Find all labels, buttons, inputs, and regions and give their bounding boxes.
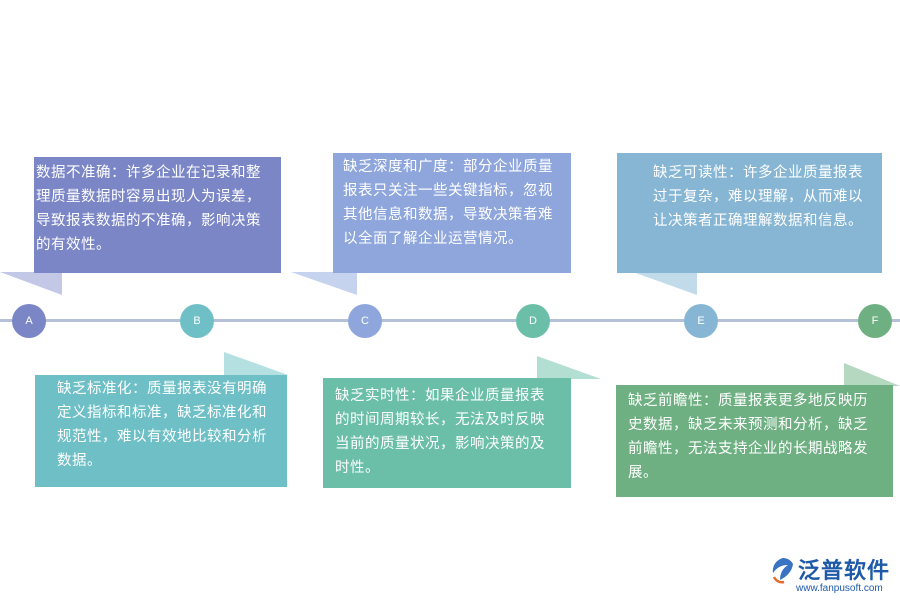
brand-url: www.fanpusoft.com xyxy=(796,583,883,594)
callout-tail-e xyxy=(633,272,697,295)
callout-text-d: 缺乏实时性：如果企业质量报表的时间周期较长，无法及时反映当前的质量状况，影响决策… xyxy=(335,388,545,476)
callout-tail-f xyxy=(844,363,900,386)
callout-text-b: 缺乏标准化：质量报表没有明确定义指标和标准，缺乏标准化和规范性，难以有效地比较和… xyxy=(57,381,267,469)
callout-tail-a xyxy=(0,272,62,295)
timeline-node-b: B xyxy=(180,304,214,338)
timeline-line xyxy=(0,319,900,322)
callout-box-a: 数据不准确：许多企业在记录和整理质量数据时容易出现人为误差，导致报表数据的不准确… xyxy=(34,157,281,273)
callout-tail-d xyxy=(537,356,601,379)
callout-text-a: 数据不准确：许多企业在记录和整理质量数据时容易出现人为误差，导致报表数据的不准确… xyxy=(36,165,261,253)
timeline-node-a: A xyxy=(12,304,46,338)
callout-box-e: 缺乏可读性：许多企业质量报表过于复杂，难以理解，从而难以让决策者正确理解数据和信… xyxy=(617,153,882,273)
callout-text-f: 缺乏前瞻性：质量报表更多地反映历史数据，缺乏未来预测和分析，缺乏前瞻性，无法支持… xyxy=(628,393,868,481)
timeline-node-f: F xyxy=(858,304,892,338)
timeline-node-c: C xyxy=(348,304,382,338)
callout-text-c: 缺乏深度和广度：部分企业质量报表只关注一些关键指标，忽视其他信息和数据，导致决策… xyxy=(343,159,553,247)
callout-text-e: 缺乏可读性：许多企业质量报表过于复杂，难以理解，从而难以让决策者正确理解数据和信… xyxy=(653,165,863,229)
callout-box-c: 缺乏深度和广度：部分企业质量报表只关注一些关键指标，忽视其他信息和数据，导致决策… xyxy=(333,153,571,273)
callout-tail-c xyxy=(291,272,357,295)
brand-name: 泛普软件 xyxy=(798,559,891,584)
fanpu-logo-icon xyxy=(772,558,793,584)
callout-tail-b xyxy=(224,352,288,375)
timeline-node-d: D xyxy=(516,304,550,338)
callout-box-d: 缺乏实时性：如果企业质量报表的时间周期较长，无法及时反映当前的质量状况，影响决策… xyxy=(323,378,571,488)
callout-box-b: 缺乏标准化：质量报表没有明确定义指标和标准，缺乏标准化和规范性，难以有效地比较和… xyxy=(35,375,287,487)
timeline-node-e: E xyxy=(684,304,718,338)
brand-logo: 泛普软件 www.fanpusoft.com xyxy=(768,553,898,598)
callout-box-f: 缺乏前瞻性：质量报表更多地反映历史数据，缺乏未来预测和分析，缺乏前瞻性，无法支持… xyxy=(616,385,893,497)
